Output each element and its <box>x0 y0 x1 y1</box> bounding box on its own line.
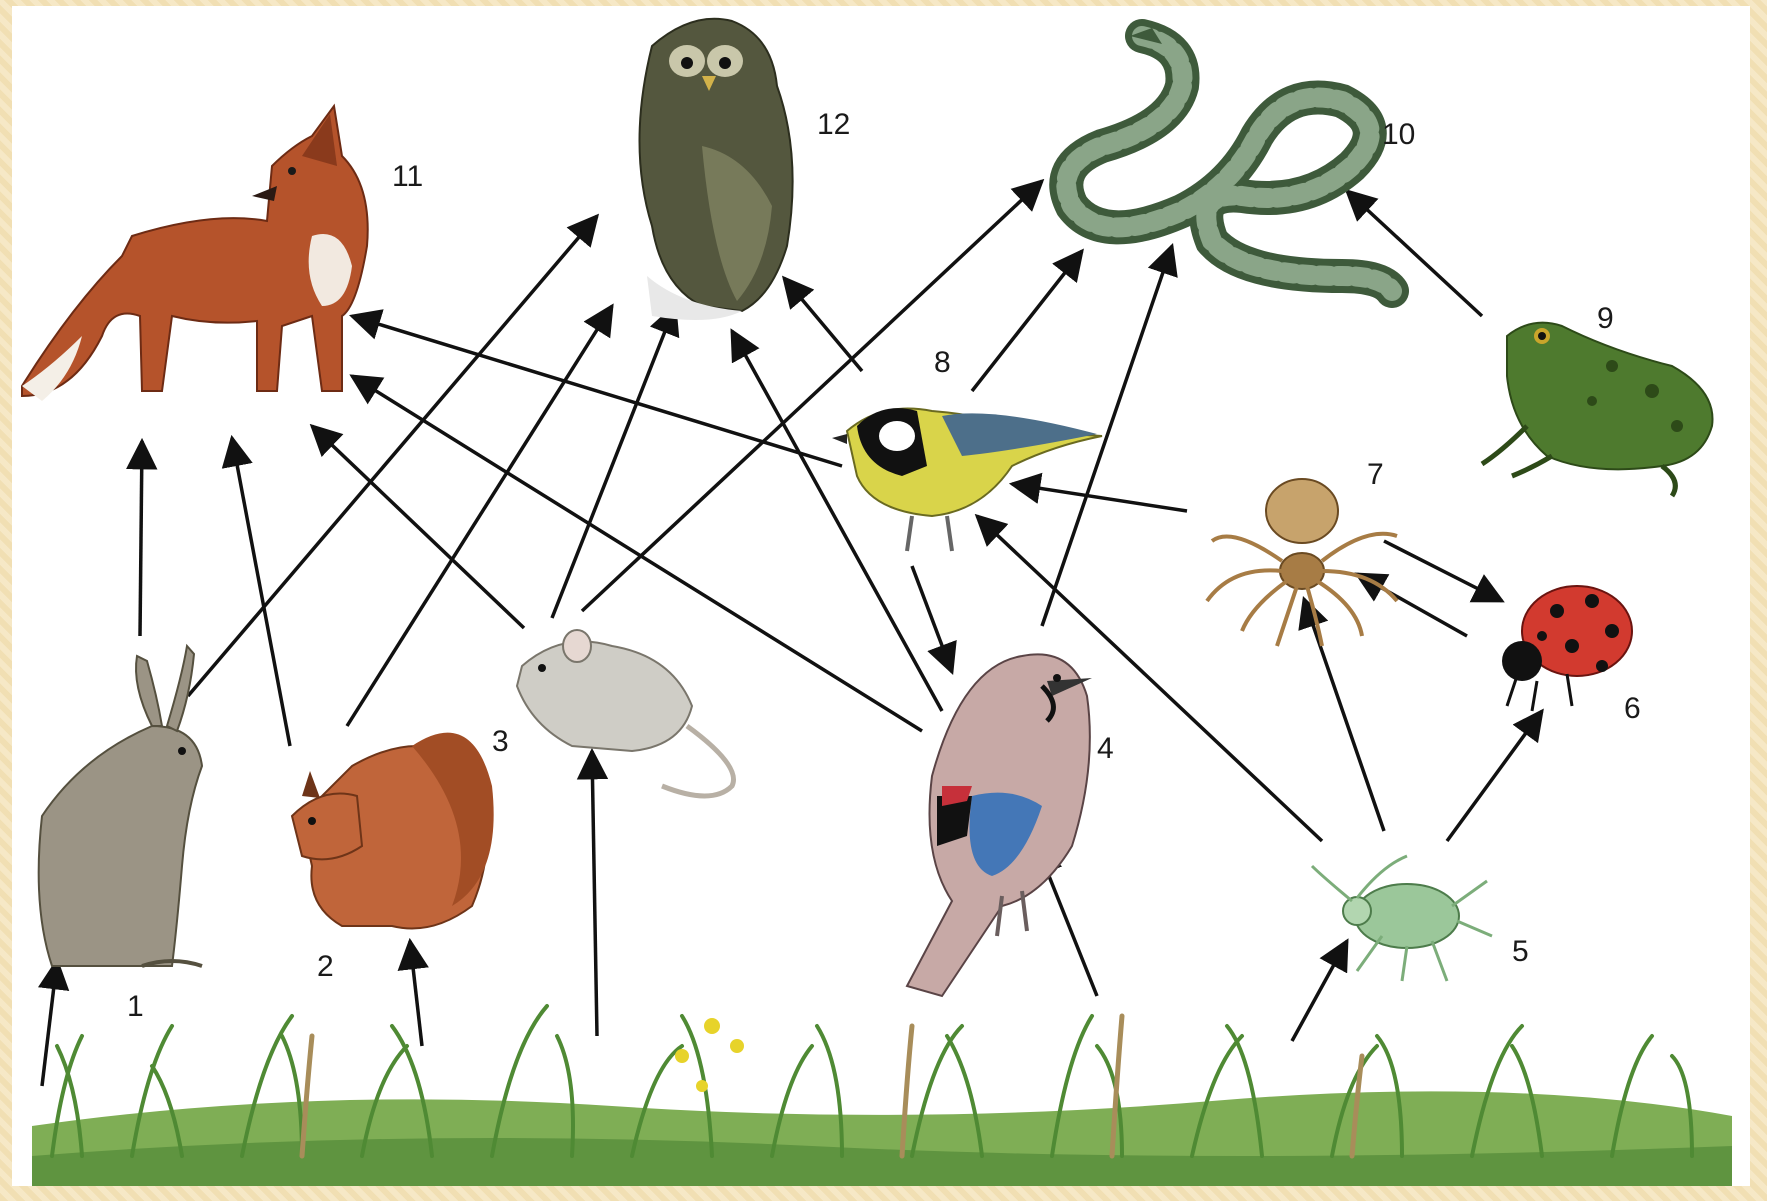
arrow-plants-aphid <box>1292 941 1347 1041</box>
food-web-diagram: 1 2 3 4 5 6 7 8 9 10 11 12 <box>12 6 1750 1186</box>
arrow-mouse-snake <box>582 181 1042 611</box>
label-1: 1 <box>127 990 144 1023</box>
mouse-icon <box>517 630 734 796</box>
arrow-frog-snake <box>1347 191 1482 316</box>
aphid-icon <box>1312 856 1492 981</box>
arrow-plants-squirrel <box>410 941 422 1046</box>
arrow-tit-fox <box>352 316 842 466</box>
ladybug-icon <box>1502 586 1632 711</box>
owl-icon <box>640 19 793 320</box>
jay-icon <box>907 654 1092 996</box>
arrow-plants-hare <box>42 961 57 1086</box>
label-5: 5 <box>1512 935 1529 968</box>
grass-icon <box>32 1006 1732 1186</box>
food-web-svg: 1 2 3 4 5 6 7 8 9 10 11 12 <box>12 6 1750 1186</box>
arrow-tit-snake <box>972 251 1082 391</box>
label-10: 10 <box>1382 118 1415 151</box>
arrow-spider-ladybug <box>1384 541 1502 601</box>
arrow-hare-fox <box>140 441 142 636</box>
spider-icon <box>1207 479 1397 646</box>
arrow-tit-jay <box>912 566 952 672</box>
label-9: 9 <box>1597 302 1614 335</box>
label-12: 12 <box>817 108 850 141</box>
arrow-mouse-owl <box>552 306 675 618</box>
arrow-tit-owl <box>784 278 862 371</box>
squirrel-icon <box>292 733 494 929</box>
label-4: 4 <box>1097 732 1114 765</box>
tit-icon <box>832 408 1102 551</box>
label-8: 8 <box>934 346 951 379</box>
label-2: 2 <box>317 950 334 983</box>
label-6: 6 <box>1624 692 1641 725</box>
fox-icon <box>22 106 368 401</box>
label-11: 11 <box>392 160 423 193</box>
hare-icon <box>39 646 202 966</box>
snake-icon <box>1066 28 1392 291</box>
arrow-plants-mouse <box>592 751 597 1036</box>
label-3: 3 <box>492 725 509 758</box>
arrow-squirrel-fox <box>232 438 290 746</box>
arrow-spider-tit <box>1012 484 1187 511</box>
frog-icon <box>1482 323 1713 496</box>
label-7: 7 <box>1367 458 1384 491</box>
arrow-aphid-spider <box>1304 599 1384 831</box>
arrow-mouse-fox <box>312 426 524 628</box>
arrow-aphid-ladybug <box>1447 711 1542 841</box>
